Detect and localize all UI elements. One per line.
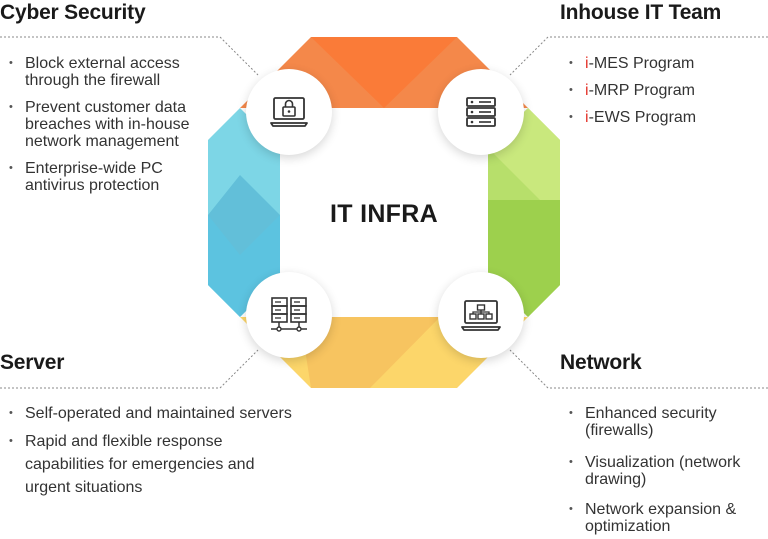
cyber-security-title: Cyber Security [0,1,146,24]
cyber-security-list: Block external access through the firewa… [0,55,225,194]
servers-network-icon [271,297,307,332]
leader-cyber-security [0,36,259,76]
list-item: i-MRP Program [560,82,760,99]
server-icon-circle [246,272,332,358]
network-title: Network [560,351,642,374]
list-item: i-EWS Program [560,109,760,126]
server-list: Self-operated and maintained servers Rap… [0,405,300,499]
monitor-network-icon [461,300,501,331]
list-item: Prevent customer data breaches with in-h… [0,99,225,150]
network-icon-circle [438,272,524,358]
list-item: Enhanced security (firewalls) [560,405,760,439]
list-item-prefix: i [585,82,589,99]
octagon-top-highlight [311,37,457,108]
list-item-prefix: i [585,55,589,72]
leader-server [0,349,259,389]
list-item-text: -EWS Program [588,109,697,126]
inhouse-it-team-title: Inhouse IT Team [560,1,722,24]
server-title: Server [0,351,65,374]
octagon-bottom-highlight [300,317,440,388]
list-item: i-MES Program [560,55,760,72]
leader-inhouse-it [509,36,768,76]
list-item-text: -MRP Program [588,82,695,99]
inhouse-it-team-list: i-MES Program i-MRP Program i-EWS Progra… [560,55,760,126]
list-item: Self-operated and maintained servers [0,405,300,422]
cyber-security-icon-circle [246,69,332,155]
list-item-text: -MES Program [588,55,695,72]
octagon-left-mid [208,175,280,255]
list-item: Block external access through the firewa… [0,55,225,89]
inhouse-it-icon-circle [438,69,524,155]
leader-network [509,349,768,389]
list-item: Visualization (network drawing) [560,454,760,488]
laptop-lock-icon [270,97,308,127]
network-list: Enhanced security (firewalls) Visualizat… [560,405,760,535]
list-item: Network expansion & optimization [560,501,760,535]
list-item: Rapid and flexible response capabilities… [0,430,300,499]
list-item: Enterprise-wide PC antivirus protection [0,160,225,194]
center-label: IT INFRA [330,200,438,228]
octagon-inner [280,108,488,317]
list-item-prefix: i [585,109,589,126]
server-rack-icon [466,97,496,127]
